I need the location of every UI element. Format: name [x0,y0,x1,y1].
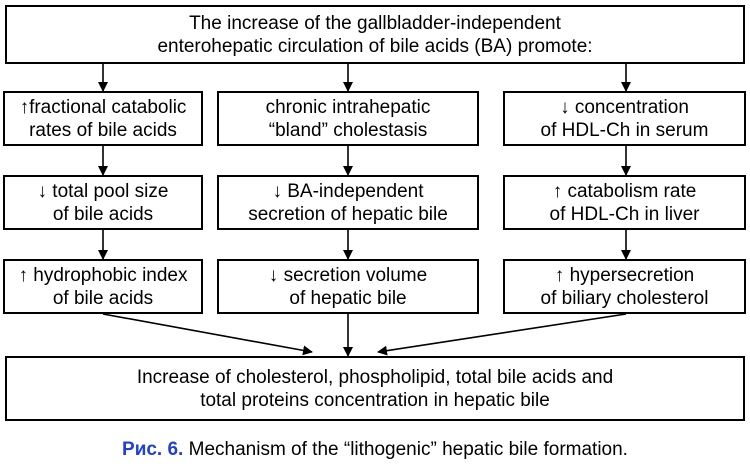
col2-row2-line2: secretion of hepatic bile [248,203,448,225]
col1-row2-line1: ↓ total pool size [37,180,169,202]
col1-row3-line1: ↑ hydrophobic index [18,264,188,286]
col1-row1-line1: ↑fractional catabolic [19,96,187,118]
col3-row3-line2: of biliary cholesterol [540,287,709,309]
col1-row3-line2: of bile acids [52,287,154,309]
top-box: The increase of the gallbladder-independ… [5,5,745,64]
col2-row2-line1: ↓ BA-independent [272,180,424,202]
col3-row3-line1: ↑ hypersecretion [554,264,695,286]
figure-label: Рис. 6. [122,439,184,460]
col1-row1-box: ↑fractional catabolic rates of bile acid… [3,91,203,146]
col3-row2-line1: ↑ catabolism rate [552,180,697,202]
bottom-box-line2: total proteins concentration in hepatic … [200,389,550,411]
col3-row2-line2: of HDL-Ch in liver [549,203,700,225]
col1-row2-line2: of bile acids [52,203,154,225]
arrow-col1-to-bottom [102,313,313,356]
bottom-box: Increase of cholesterol, phospholipid, t… [5,356,745,421]
col2-row1-line1: chronic intrahepatic [265,96,431,118]
col1-row2-box: ↓ total pool size of bile acids [3,175,203,230]
col1-row1-line2: rates of bile acids [29,119,177,141]
figure-caption-text: Mechanism of the “lithogenic” hepatic bi… [188,439,628,460]
col2-row3-box: ↓ secretion volume of hepatic bile [217,259,479,314]
col2-row1-box: chronic intrahepatic “bland” cholestasis [217,91,479,146]
col1-row3-box: ↑ hydrophobic index of bile acids [3,259,203,314]
col2-row2-box: ↓ BA-independent secretion of hepatic bi… [217,175,479,230]
top-box-line2: enterohepatic circulation of bile acids … [157,35,593,57]
col3-row1-line2: of HDL-Ch in serum [540,119,709,141]
col2-row3-line1: ↓ secretion volume [268,264,428,286]
bottom-box-line1: Increase of cholesterol, phospholipid, t… [136,366,614,388]
figure-caption: Рис. 6. Mechanism of the “lithogenic” he… [0,438,750,462]
col3-row1-box: ↓ concentration of HDL-Ch in serum [503,91,746,146]
top-box-line1: The increase of the gallbladder-independ… [189,12,561,34]
col3-row3-box: ↑ hypersecretion of biliary cholesterol [503,259,746,314]
col3-row1-line1: ↓ concentration [560,96,689,118]
arrow-col3-to-bottom [377,313,627,356]
col3-row2-box: ↑ catabolism rate of HDL-Ch in liver [503,175,746,230]
col2-row1-line2: “bland” cholestasis [268,119,428,141]
col2-row3-line2: of hepatic bile [289,287,407,309]
